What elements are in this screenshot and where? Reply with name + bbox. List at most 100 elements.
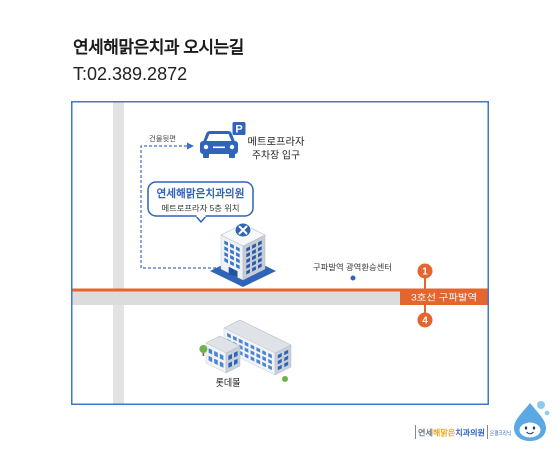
window: [233, 335, 237, 342]
car-windshield: [206, 134, 232, 141]
parking-label-line1: 메트로프라자: [248, 136, 305, 148]
mall-wing-side-windows: [228, 351, 238, 368]
window: [252, 254, 256, 261]
window: [230, 243, 234, 249]
window: [256, 359, 261, 365]
window: [238, 338, 243, 344]
window: [224, 240, 228, 246]
building-entrance: [228, 266, 238, 278]
window: [252, 243, 256, 249]
mall-wing-front-windows: [208, 348, 224, 368]
medical-cross: [238, 225, 248, 235]
window: [277, 358, 282, 365]
mascot-bubble-large: [537, 401, 545, 409]
car-wheel-right: [229, 153, 235, 158]
window: [230, 255, 234, 261]
window: [284, 361, 289, 368]
window: [219, 353, 224, 361]
logo-name-part-3: 치과의원: [455, 428, 485, 438]
clinic-logo: 연세해맑은치과의원 은평크리닉: [415, 425, 511, 439]
window: [268, 353, 272, 359]
window: [277, 364, 282, 371]
window: [234, 351, 238, 358]
mascot-drop-icon: [514, 401, 550, 441]
transit-center-label: 구파발역 광역환승센터: [313, 262, 392, 272]
window: [236, 263, 240, 270]
window: [208, 348, 213, 355]
phone-number: T:02.389.2872: [73, 64, 188, 84]
window: [228, 361, 232, 368]
building-left-windows: [224, 240, 240, 270]
building-right-windows: [246, 240, 262, 275]
window: [262, 361, 266, 368]
clinic-callout: 연세해맑은치과의원 메트로프라자 5층 위치: [147, 181, 254, 223]
vertical-road: [113, 102, 124, 404]
tree-trunk: [202, 351, 205, 356]
car-icon: [200, 131, 238, 158]
mascot-eye-left: [524, 426, 528, 430]
window: [246, 257, 250, 264]
window: [256, 347, 261, 353]
mall-label: 롯데몰: [216, 378, 241, 389]
window: [227, 332, 231, 339]
window: [246, 246, 250, 252]
window: [284, 349, 289, 356]
window: [236, 252, 240, 258]
window: [246, 263, 250, 269]
window: [250, 344, 255, 350]
tree-icon: [199, 345, 208, 353]
callout-tail-mask: [196, 214, 206, 217]
window: [258, 257, 262, 263]
mascot-smile: [526, 431, 534, 435]
window: [246, 269, 250, 275]
window: [268, 364, 272, 371]
parking-label: 메트로프라자 주차장 입구: [248, 136, 305, 162]
parking-label-line2: 주차장 입구: [252, 149, 300, 162]
window: [234, 358, 238, 366]
window: [228, 353, 232, 361]
window: [284, 355, 289, 362]
car-grille: [213, 146, 225, 149]
transit-center: 구파발역 광역환승센터: [313, 262, 392, 281]
tree-icon: [282, 376, 288, 382]
car-wheel-left: [203, 153, 209, 158]
mall-side-windows: [277, 349, 289, 371]
route-dashed-line: [140, 145, 216, 269]
logo-branch: 은평크리닉: [490, 430, 511, 438]
window: [246, 252, 250, 258]
window: [244, 341, 249, 347]
logo-name: 연세해맑은치과의원: [418, 428, 485, 438]
window: [224, 246, 228, 252]
window: [236, 246, 240, 252]
station-label: 3호선 구파발역: [400, 288, 488, 305]
mascot-eye-right: [532, 426, 536, 430]
station-label-box: [400, 288, 488, 305]
window: [250, 356, 255, 362]
window: [250, 350, 255, 356]
window: [262, 350, 266, 356]
logo-name-part-2: 해맑은: [433, 428, 456, 438]
window: [252, 260, 256, 266]
exit-number-1: 1: [422, 267, 428, 278]
window: [252, 249, 256, 255]
parking-sign-letter: P: [235, 124, 242, 136]
exit-number-4: 4: [422, 316, 428, 327]
station-name: 3호선 구파발역: [411, 293, 477, 303]
subway-line: [72, 288, 488, 292]
horizontal-road: [72, 291, 488, 305]
window: [256, 353, 261, 359]
parking-sign-icon: P: [232, 122, 246, 136]
window: [252, 266, 256, 272]
car-headlight-left: [203, 144, 209, 150]
parking-route: 건물뒷편: [140, 134, 216, 269]
window: [268, 358, 272, 365]
arrow-right-icon: [187, 142, 194, 150]
window: [244, 353, 249, 359]
window: [258, 263, 262, 269]
window: [214, 358, 218, 365]
window: [230, 249, 234, 255]
parking-sign-plate: [232, 122, 246, 135]
mall-building-icon: [199, 319, 292, 382]
